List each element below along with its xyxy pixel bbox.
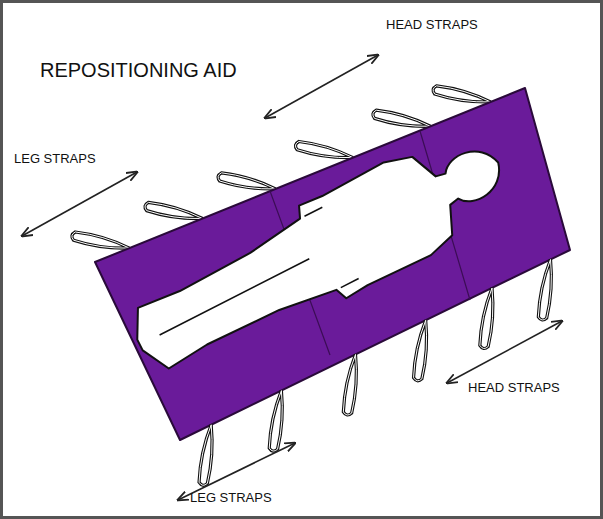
strap-loop: [218, 173, 276, 189]
strap-loop-highlight: [218, 173, 276, 189]
person-silhouette: [116, 116, 521, 391]
straps: [199, 260, 551, 486]
strap-loop-highlight: [72, 232, 130, 248]
strap-loop-highlight: [199, 425, 212, 486]
dimension-arrows: [22, 55, 562, 500]
strap-loop: [433, 86, 491, 102]
strap-loop: [373, 110, 431, 126]
strap-loop-highlight: [373, 110, 431, 126]
strap-loop: [72, 232, 130, 248]
strap-loop-highlight: [145, 202, 203, 218]
strap-loop-highlight: [480, 288, 493, 349]
sheet: [95, 88, 570, 440]
strap-label: HEAD STRAPS: [468, 380, 560, 395]
strap-loop: [295, 141, 353, 157]
strap-loop: [199, 425, 212, 486]
title: REPOSITIONING AID: [40, 59, 237, 82]
strap-loop-highlight: [538, 260, 551, 321]
strap-label: LEG STRAPS: [190, 490, 272, 505]
strap-loop-highlight: [433, 86, 491, 102]
strap-label: HEAD STRAPS: [386, 17, 478, 32]
strap-loop-highlight: [269, 391, 282, 452]
strap-loop: [414, 320, 427, 381]
strap-label: LEG STRAPS: [14, 151, 96, 166]
strap-loop: [269, 391, 282, 452]
strap-loop: [145, 202, 203, 218]
strap-loop: [343, 355, 356, 416]
strap-loop-highlight: [343, 355, 356, 416]
strap-loop: [480, 288, 493, 349]
strap-loop-highlight: [295, 141, 353, 157]
strap-loop: [538, 260, 551, 321]
strap-loop-highlight: [414, 320, 427, 381]
